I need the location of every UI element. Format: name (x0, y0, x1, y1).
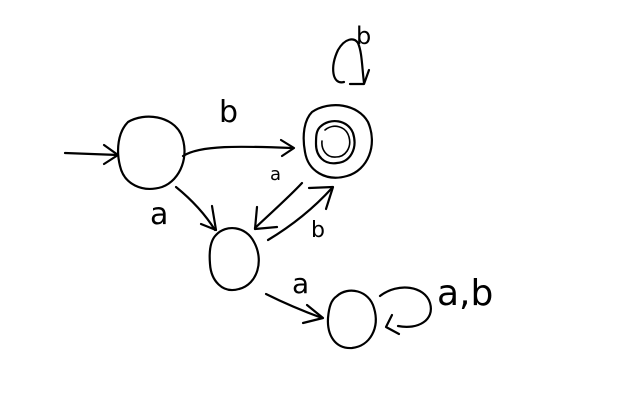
state-middle (208, 227, 260, 292)
edge-middle-to-accept-head (307, 185, 335, 211)
edge-accept-to-middle (253, 181, 304, 230)
edge-middle-to-trap-head (301, 303, 325, 325)
state-trap (326, 289, 377, 350)
state-accept-inner-ring (321, 125, 351, 158)
label-start-to-accept: b (219, 95, 239, 130)
edge-accept-self-loop-head (348, 68, 371, 86)
state-accept-outer (302, 104, 373, 179)
label-accept-to-middle: a (270, 164, 282, 185)
edge-trap-self-loop (378, 286, 432, 328)
edge-trap-self-loop-head (384, 313, 401, 336)
edge-start-to-accept-head (279, 138, 296, 158)
label-middle-to-accept: b (311, 218, 325, 243)
edge-start-to-middle (174, 185, 217, 232)
edge-start-to-accept (181, 145, 294, 158)
start-arrow (63, 151, 120, 157)
label-accept-self-loop: b (356, 22, 372, 50)
edge-start-to-middle-head (199, 204, 218, 232)
edge-accept-self-loop (332, 38, 366, 85)
label-middle-to-trap: a (292, 267, 310, 300)
label-start-to-middle: a (150, 197, 169, 232)
state-accept-inner (314, 119, 356, 165)
label-trap-self-loop: a,b (437, 273, 494, 314)
edge-accept-to-middle-head (253, 205, 279, 231)
edge-middle-to-trap (264, 292, 324, 320)
state-start (117, 115, 186, 190)
edge-middle-to-accept (266, 186, 334, 242)
